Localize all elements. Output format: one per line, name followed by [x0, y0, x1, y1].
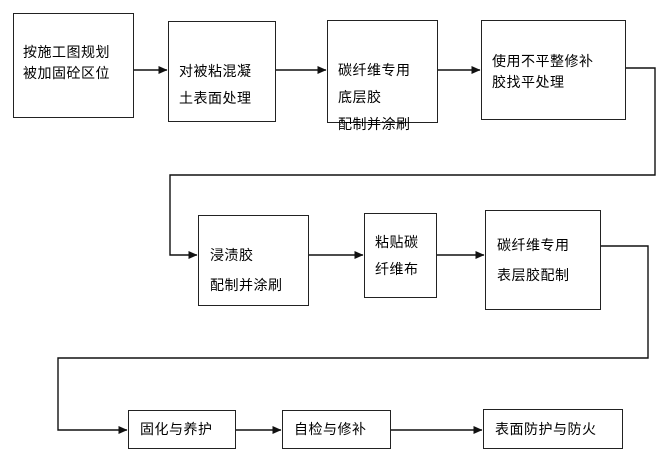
node-label: 粘贴碳 纤维布 [375, 233, 419, 277]
node-label: 碳纤维专用 表层胶配制 [497, 237, 570, 283]
node-label: 使用不平整修补 胶找平处理 [492, 53, 594, 90]
node-label: 表面防护与防火 [495, 420, 597, 437]
node-label: 对被粘混凝 土表面处理 [179, 63, 252, 106]
node-self-inspection-repair[interactable]: 自检与修补 [282, 410, 391, 449]
node-label: 按施工图规划 被加固砼区位 [23, 44, 110, 81]
edge-n4-n5 [169, 67, 656, 259]
node-label: 自检与修补 [294, 421, 367, 437]
node-apply-cfrp-sheet[interactable]: 粘贴碳 纤维布 [364, 213, 437, 298]
edge-n7-n8 [57, 245, 649, 434]
node-label: 碳纤维专用 底层胶 配制并涂刷 [338, 62, 411, 132]
node-leveling-putty[interactable]: 使用不平整修补 胶找平处理 [481, 20, 626, 120]
node-primer-coat[interactable]: 碳纤维专用 底层胶 配制并涂刷 [327, 20, 438, 132]
node-curing-maintenance[interactable]: 固化与养护 [128, 410, 236, 449]
node-saturant-resin[interactable]: 浸渍胶 配制并涂刷 [198, 215, 309, 306]
node-plan-area[interactable]: 按施工图规划 被加固砼区位 [13, 13, 134, 118]
node-topcoat-resin[interactable]: 碳纤维专用 表层胶配制 [485, 210, 601, 310]
node-surface-protection-fireproofing[interactable]: 表面防护与防火 [483, 409, 623, 449]
node-label: 固化与养护 [140, 421, 213, 437]
node-label: 浸渍胶 配制并涂刷 [210, 246, 283, 293]
node-surface-treatment[interactable]: 对被粘混凝 土表面处理 [168, 21, 276, 122]
